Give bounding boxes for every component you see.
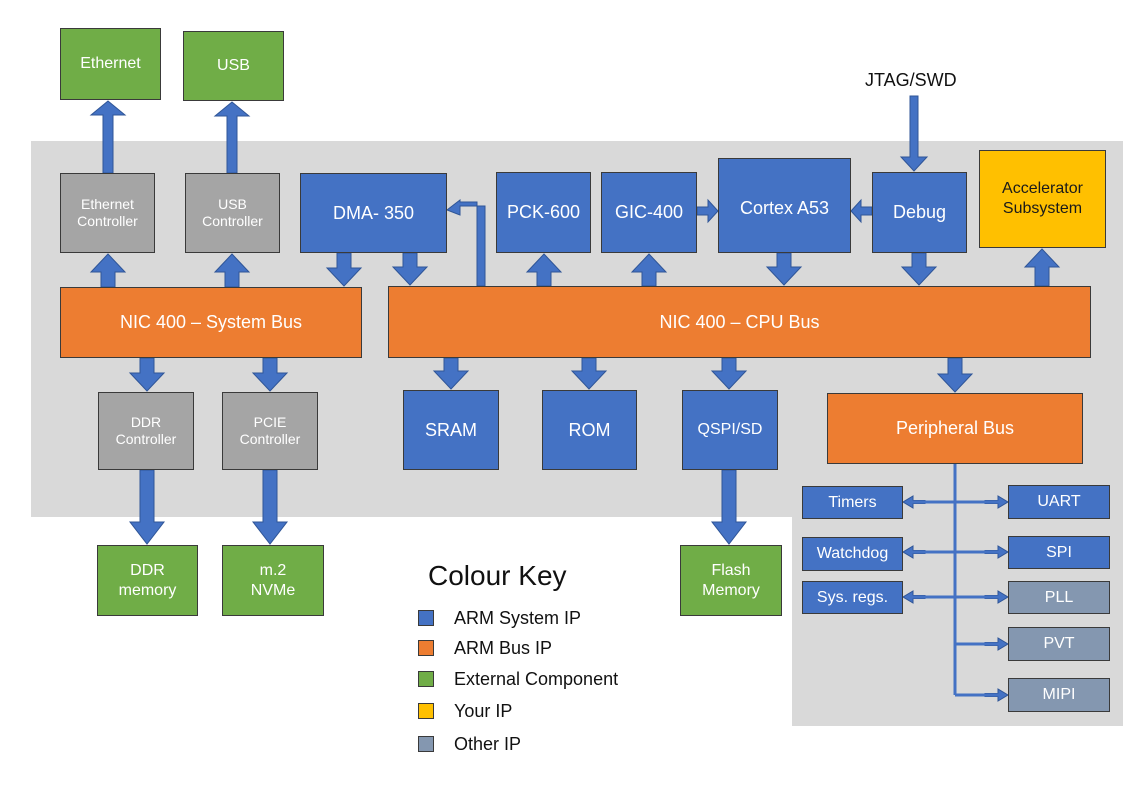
colour-key-label: Other IP	[454, 733, 522, 754]
colour-key-item: Other IP	[418, 734, 521, 754]
cpu-bus: NIC 400 – CPU Bus	[388, 286, 1091, 358]
timers-block: Timers	[802, 486, 903, 519]
flash-memory-block: Flash Memory	[680, 545, 782, 616]
gic-400-block: GIC-400	[601, 172, 697, 253]
mipi-block: MIPI	[1008, 678, 1110, 712]
colour-key-item: External Component	[418, 669, 618, 689]
colour-key-item: ARM Bus IP	[418, 638, 552, 658]
dma-350-block: DMA- 350	[300, 173, 447, 253]
uart-block: UART	[1008, 485, 1110, 519]
sram-block: SRAM	[403, 390, 499, 470]
pvt-block: PVT	[1008, 627, 1110, 661]
colour-key-label: ARM Bus IP	[454, 637, 553, 658]
usb-block: USB	[183, 31, 284, 101]
colour-key-title: Colour Key	[428, 560, 567, 591]
colour-key-label: ARM System IP	[454, 607, 582, 628]
jtag-swd-label: JTAG/SWD	[865, 70, 957, 90]
nvme-block: m.2 NVMe	[222, 545, 324, 616]
pcie-controller-block: PCIE Controller	[222, 392, 318, 470]
your-ip-swatch	[418, 703, 434, 719]
ddr-memory-block: DDR memory	[97, 545, 198, 616]
watchdog-block: Watchdog	[802, 537, 903, 571]
spi-block: SPI	[1008, 536, 1110, 569]
colour-key-item: Your IP	[418, 701, 512, 721]
external-component-swatch	[418, 671, 434, 687]
debug-block: Debug	[872, 172, 967, 253]
system-bus: NIC 400 – System Bus	[60, 287, 362, 358]
colour-key-label: External Component	[454, 668, 619, 689]
pll-block: PLL	[1008, 581, 1110, 614]
colour-key-label: Your IP	[454, 700, 513, 721]
accelerator-subsystem-block: Accelerator Subsystem	[979, 150, 1106, 248]
peripheral-bus: Peripheral Bus	[827, 393, 1083, 464]
qspi-sd-block: QSPI/SD	[682, 390, 778, 470]
arm-bus-ip-swatch	[418, 640, 434, 656]
rom-block: ROM	[542, 390, 637, 470]
usb-controller-block: USB Controller	[185, 173, 280, 253]
other-ip-swatch	[418, 736, 434, 752]
sys-regs-block: Sys. regs.	[802, 581, 903, 614]
ethernet-controller-block: Ethernet Controller	[60, 173, 155, 253]
ethernet-block: Ethernet	[60, 28, 161, 100]
colour-key-item: ARM System IP	[418, 608, 581, 628]
ddr-controller-block: DDR Controller	[98, 392, 194, 470]
arm-system-ip-swatch	[418, 610, 434, 626]
cortex-a53-block: Cortex A53	[718, 158, 851, 253]
pck-600-block: PCK-600	[496, 172, 591, 253]
